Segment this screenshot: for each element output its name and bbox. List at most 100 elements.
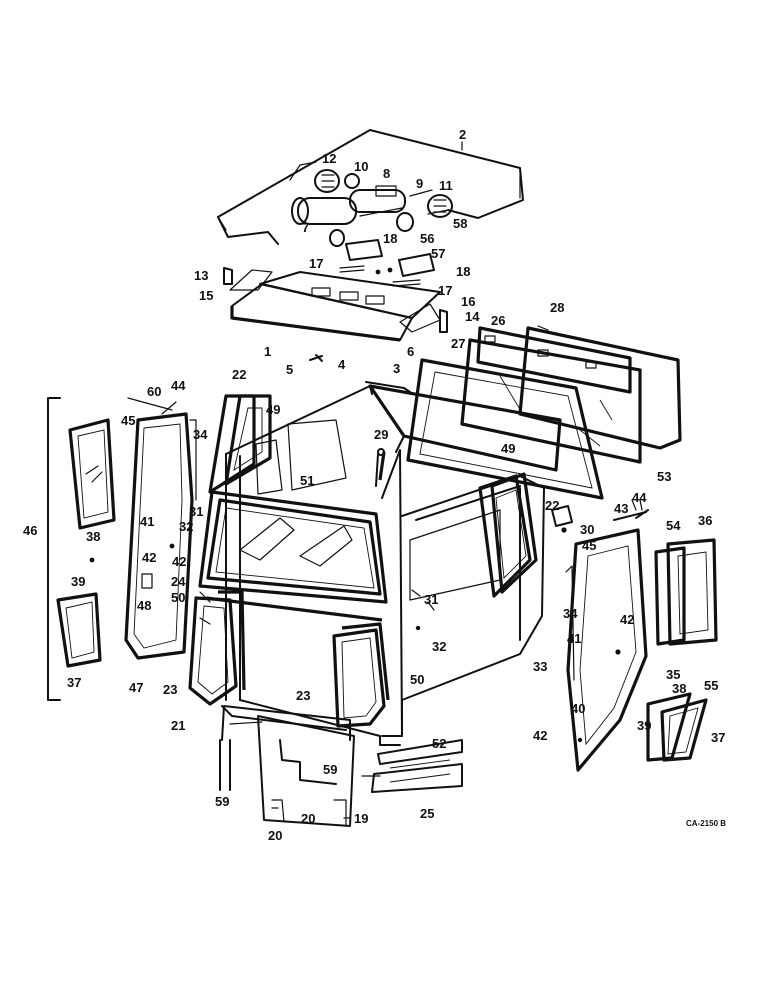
callout-34-right: 34 [563, 606, 578, 621]
floor-mat-seal [219, 705, 351, 791]
callout-2: 2 [459, 127, 466, 142]
callout-16: 16 [461, 294, 475, 309]
callout-22-left: 22 [232, 367, 246, 382]
callout-numbers: 2 12 10 8 9 11 7 58 18 56 57 13 17 18 17… [23, 127, 726, 843]
callout-7: 7 [302, 220, 309, 235]
callout-19: 19 [354, 811, 368, 826]
roof-panel [217, 129, 524, 245]
callout-25: 25 [420, 806, 434, 821]
callout-55: 55 [704, 678, 718, 693]
callout-49-right: 49 [501, 441, 515, 456]
callout-42-right-b: 42 [533, 728, 547, 743]
callout-52: 52 [432, 736, 446, 751]
lower-door-glass-left [188, 590, 246, 706]
step-plate [371, 739, 463, 793]
callout-21: 21 [171, 718, 185, 733]
left-side-glass [208, 394, 272, 494]
callout-45-left: 45 [121, 413, 135, 428]
callout-53: 53 [657, 469, 671, 484]
callout-42-left-b: 42 [172, 554, 186, 569]
callout-26: 26 [491, 313, 505, 328]
callout-46: 46 [23, 523, 37, 538]
callout-41-right: 41 [567, 631, 581, 646]
callout-44-left: 44 [171, 378, 186, 393]
floor-plate [257, 715, 355, 827]
right-rear-quarter-glass [478, 472, 538, 598]
gas-strut [375, 448, 386, 487]
left-door-group [47, 397, 197, 701]
callout-12: 12 [322, 151, 336, 166]
callout-31-right: 31 [424, 592, 438, 607]
callout-3: 3 [393, 361, 400, 376]
callout-30: 30 [580, 522, 594, 537]
callout-29: 29 [374, 427, 388, 442]
callout-42-left-a: 42 [142, 550, 156, 565]
callout-32-left: 32 [179, 519, 193, 534]
callout-50-left: 50 [171, 590, 185, 605]
callout-58: 58 [453, 216, 467, 231]
callout-23-left: 23 [163, 682, 177, 697]
callout-40: 40 [571, 701, 585, 716]
callout-45-right: 45 [582, 538, 596, 553]
callout-1: 1 [264, 344, 271, 359]
callout-34-left: 34 [193, 427, 208, 442]
callout-5: 5 [286, 362, 293, 377]
windshield [198, 490, 388, 622]
callout-17-left: 17 [309, 256, 323, 271]
door-hinge-right [551, 505, 573, 533]
callout-11: 11 [439, 178, 453, 193]
right-door-group [565, 509, 718, 772]
cab-frame [225, 381, 562, 746]
callout-27: 27 [451, 336, 465, 351]
callout-43: 43 [614, 501, 628, 516]
callout-51: 51 [300, 473, 314, 488]
rear-window-group [406, 326, 682, 500]
callout-56: 56 [420, 231, 434, 246]
callout-33: 33 [533, 659, 547, 674]
callout-32-right: 32 [432, 639, 446, 654]
callout-37-right: 37 [711, 730, 725, 745]
callout-22-right: 22 [545, 498, 559, 513]
callout-10: 10 [354, 159, 368, 174]
callout-9: 9 [416, 176, 423, 191]
callout-13: 13 [194, 268, 208, 283]
callout-39-right: 39 [637, 718, 651, 733]
callout-50-right: 50 [410, 672, 424, 687]
blower-fan-assembly [291, 169, 453, 247]
callout-44-right: 44 [632, 490, 647, 505]
callout-36: 36 [698, 513, 712, 528]
console-panel [223, 267, 448, 362]
callout-49-left: 49 [266, 402, 280, 417]
callout-4: 4 [338, 357, 346, 372]
callout-15: 15 [199, 288, 213, 303]
callout-8: 8 [383, 166, 390, 181]
callout-41-left: 41 [140, 514, 154, 529]
callout-60: 60 [147, 384, 161, 399]
callout-37-left: 37 [67, 675, 81, 690]
callout-48: 48 [137, 598, 151, 613]
callout-35: 35 [666, 667, 680, 682]
callout-38-right: 38 [672, 681, 686, 696]
callout-14: 14 [465, 309, 480, 324]
callout-42-right-a: 42 [620, 612, 634, 627]
callout-59-right: 59 [323, 762, 337, 777]
callout-38-left: 38 [86, 529, 100, 544]
callout-28: 28 [550, 300, 564, 315]
callout-17-right: 17 [438, 283, 452, 298]
air-vents [339, 239, 435, 287]
callout-39-left: 39 [71, 574, 85, 589]
drawing-code: CA-2150 B [686, 819, 726, 828]
callout-31-left: 31 [189, 504, 203, 519]
lower-door-glass-right [332, 622, 421, 728]
callout-6: 6 [407, 344, 414, 359]
callout-47: 47 [129, 680, 143, 695]
callout-23-right: 23 [296, 688, 310, 703]
callout-20-right: 20 [301, 811, 315, 826]
callout-59-left: 59 [215, 794, 229, 809]
callout-24: 24 [171, 574, 186, 589]
callout-20-left: 20 [268, 828, 282, 843]
callout-18-right: 18 [456, 264, 470, 279]
callout-18-upper: 18 [383, 231, 397, 246]
leader-lines [199, 141, 643, 819]
